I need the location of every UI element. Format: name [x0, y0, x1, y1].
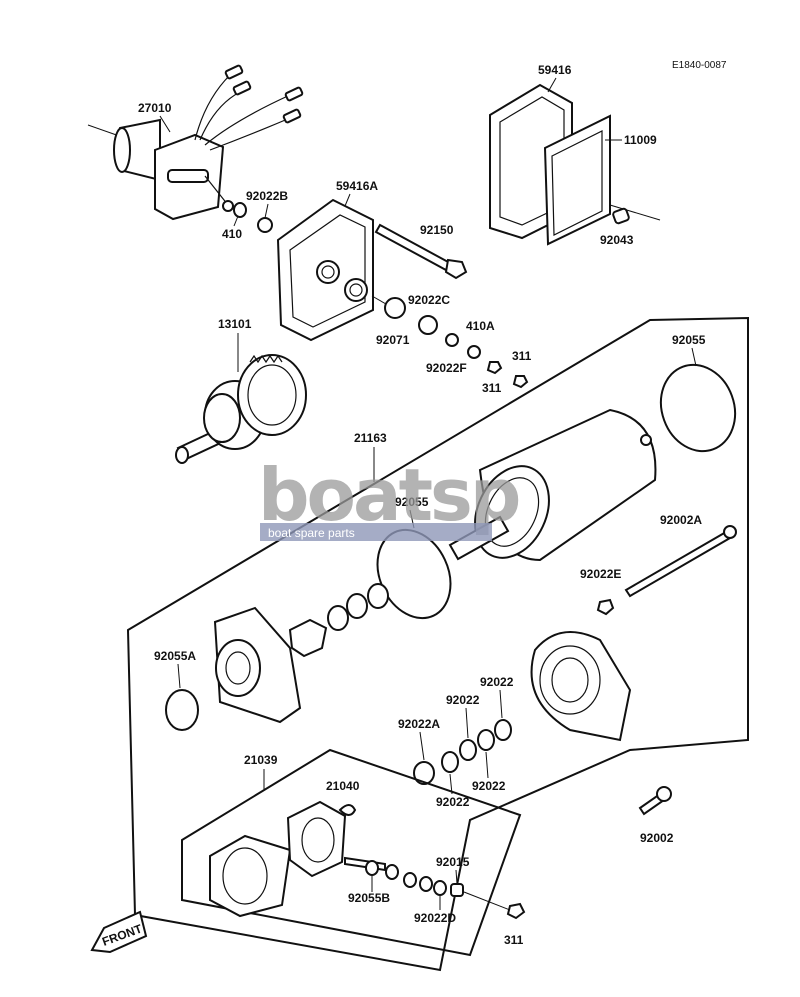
label-92022E: 92022E [580, 567, 621, 581]
part-92055A [165, 689, 199, 731]
part-311c [506, 902, 526, 920]
label-92022-r1: 92022 [480, 675, 514, 689]
label-92022F: 92022F [426, 361, 467, 375]
part-92022E [596, 598, 615, 616]
starter-motor [448, 408, 657, 562]
label-92002: 92002 [640, 831, 674, 845]
label-11009: 11009 [624, 133, 657, 147]
cover-59416A [276, 198, 374, 342]
label-21039: 21039 [244, 753, 278, 767]
label-92022B: 92022B [246, 189, 288, 203]
label-59416A: 59416A [336, 179, 378, 193]
part-92022B [257, 217, 273, 233]
label-21040: 21040 [326, 779, 360, 793]
label-13101: 13101 [218, 317, 252, 331]
washer-stack-upper [288, 583, 389, 658]
label-92043: 92043 [600, 233, 634, 247]
part-21040 [338, 804, 357, 816]
label-92022A: 92022A [398, 717, 440, 731]
label-311b: 311 [482, 381, 502, 395]
watermark-sub: boat spare parts [268, 526, 355, 540]
brush-holder [209, 800, 347, 918]
front-arrow: FRONT [90, 910, 148, 954]
part-92071 [384, 297, 406, 319]
label-59416: 59416 [538, 63, 572, 77]
bolt-92002 [638, 786, 672, 816]
starter-relay [87, 64, 304, 221]
label-92022D: 92022D [414, 911, 456, 925]
label-92071: 92071 [376, 333, 410, 347]
washer-stack-right [413, 719, 512, 785]
label-92022-r4: 92022 [436, 795, 470, 809]
brush-bolt [344, 856, 386, 872]
part-92055-top [659, 363, 737, 453]
part-311a [486, 361, 503, 375]
starter-clutch [175, 354, 307, 464]
rear-bracket [530, 631, 632, 742]
part-311b [512, 375, 529, 389]
part-410 [233, 202, 247, 218]
label-92015: 92015 [436, 855, 470, 869]
label-92002A: 92002A [660, 513, 702, 527]
diagram-code: E1840-0087 [672, 60, 727, 71]
label-92022-r2: 92022 [446, 693, 480, 707]
label-410A: 410A [466, 319, 495, 333]
label-27010: 27010 [138, 101, 172, 115]
label-311a: 311 [512, 349, 532, 363]
watermark: boatsp boat spare parts [258, 453, 522, 541]
part-92022F [445, 333, 459, 347]
label-92055-mid: 92055 [395, 495, 429, 509]
part-92022C [418, 315, 438, 335]
label-311c: 311 [504, 933, 524, 947]
label-21163: 21163 [354, 431, 387, 445]
front-housing [213, 606, 302, 724]
part-410A [467, 345, 481, 359]
label-410: 410 [222, 227, 242, 241]
label-92022-r3: 92022 [472, 779, 506, 793]
label-92055B: 92055B [348, 891, 390, 905]
brush-subframe [181, 748, 522, 957]
label-92150: 92150 [420, 223, 454, 237]
label-92055A: 92055A [154, 649, 196, 663]
label-92022C: 92022C [408, 293, 450, 307]
label-92055-top: 92055 [672, 333, 706, 347]
bolt-92002A [624, 525, 737, 598]
part-92043 [612, 207, 630, 225]
assembly-frame [126, 316, 749, 972]
washer-stack-lower [365, 860, 464, 897]
bolt-92150 [374, 223, 468, 280]
cover-59416 [489, 83, 611, 246]
